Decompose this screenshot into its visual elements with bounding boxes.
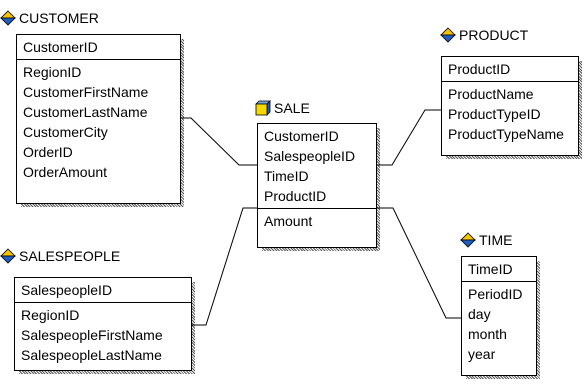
time-entity-title: TIME	[460, 232, 512, 248]
link-salespeople-sale	[192, 207, 257, 326]
link-time-sale	[377, 207, 461, 319]
product-entity-title: PRODUCT	[440, 27, 528, 43]
customer-attr: CustomerLastName	[23, 104, 148, 120]
time-key-section: TimeID	[462, 257, 536, 281]
time-key-attr: TimeID	[468, 261, 513, 277]
sale-key-attr: TimeID	[264, 168, 309, 184]
product-entity-name: PRODUCT	[459, 27, 529, 43]
salespeople-entity-name: SALESPEOPLE	[19, 248, 121, 264]
sale-entity-box[interactable]: CustomerID SalespeopleID TimeID ProductI…	[257, 123, 380, 251]
diamond-table-icon	[0, 10, 16, 26]
salespeople-entity-title: SALESPEOPLE	[0, 248, 120, 264]
customer-key-section: CustomerID	[17, 35, 180, 59]
customer-entity-name: CUSTOMER	[19, 10, 99, 26]
sale-key-attr: CustomerID	[264, 128, 339, 144]
customer-key-attr: CustomerID	[23, 39, 98, 55]
customer-attr: RegionID	[23, 64, 82, 80]
time-attr: year	[468, 346, 496, 362]
sale-entity-name: SALE	[274, 100, 310, 116]
diamond-table-icon	[460, 232, 476, 248]
sale-attr-section: Amount	[258, 208, 376, 233]
salespeople-key-section: SalespeopleID	[15, 278, 191, 302]
time-attr: PeriodID	[468, 286, 523, 302]
product-attr: ProductName	[448, 86, 534, 102]
customer-attr: CustomerCity	[23, 124, 108, 140]
salespeople-entity-box[interactable]: SalespeopleID RegionID SalespeopleFirstN…	[14, 277, 195, 374]
salespeople-attr-section: RegionID SalespeopleFirstName Salespeopl…	[15, 302, 191, 367]
sale-key-section: CustomerID SalespeopleID TimeID ProductI…	[258, 124, 376, 208]
sale-entity-title: SALE	[255, 100, 310, 116]
link-customer-sale	[181, 117, 257, 166]
salespeople-attr: RegionID	[21, 307, 80, 323]
product-entity-box[interactable]: ProductID ProductName ProductTypeID Prod…	[441, 56, 582, 159]
diamond-table-icon	[0, 248, 16, 264]
customer-attr-section: RegionID CustomerFirstName CustomerLastN…	[17, 59, 180, 184]
time-entity-name: TIME	[479, 232, 513, 248]
customer-attr: OrderAmount	[23, 164, 108, 180]
time-entity-box[interactable]: TimeID PeriodID day month year	[461, 256, 540, 379]
customer-attr: OrderID	[23, 144, 73, 160]
link-product-sale	[377, 109, 441, 166]
sale-key-attr: SalespeopleID	[264, 148, 356, 164]
time-attr-section: PeriodID day month year	[462, 281, 536, 366]
customer-attr: CustomerFirstName	[23, 84, 149, 100]
product-attr: ProductTypeID	[448, 106, 541, 122]
product-attr-section: ProductName ProductTypeID ProductTypeNam…	[442, 81, 578, 146]
sale-key-attr: ProductID	[264, 188, 327, 204]
cube-table-icon	[255, 100, 271, 116]
time-attr: month	[468, 326, 507, 342]
customer-entity-title: CUSTOMER	[0, 10, 99, 26]
sale-attr: Amount	[264, 213, 313, 229]
time-attr: day	[468, 306, 491, 322]
product-key-section: ProductID	[442, 57, 578, 81]
product-attr: ProductTypeName	[448, 126, 564, 142]
salespeople-attr: SalespeopleLastName	[21, 347, 162, 363]
salespeople-key-attr: SalespeopleID	[21, 282, 113, 298]
customer-entity-box[interactable]: CustomerID RegionID CustomerFirstName Cu…	[16, 34, 184, 207]
diamond-table-icon	[440, 27, 456, 43]
product-key-attr: ProductID	[448, 61, 511, 77]
salespeople-attr: SalespeopleFirstName	[21, 327, 163, 343]
